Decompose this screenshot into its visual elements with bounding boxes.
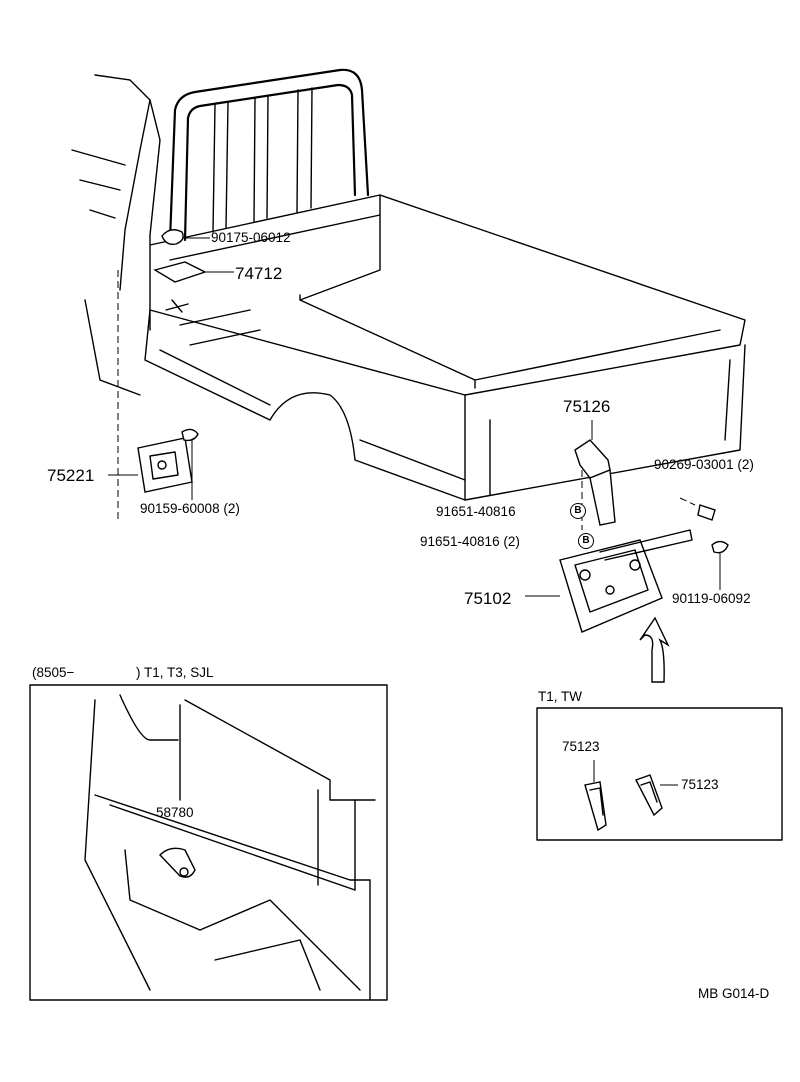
callout-90119-06092: 90119-06092 [672,591,751,606]
callout-75221: 75221 [47,466,95,485]
roll-bar [168,68,370,242]
badge-b-lower: B [578,533,594,549]
callout-90159-60008: 90159-60008 (2) [140,501,240,516]
part-74712 [153,229,234,313]
drawing-code: MB G014-D [698,986,770,1001]
callout-75126: 75126 [563,397,611,416]
callout-58780: 58780 [156,805,194,820]
part-75126 [574,420,616,530]
callout-91651-40816-b: 91651-40816 (2) [420,534,520,549]
inset-right-variant: T1, TW [538,689,583,704]
part-75102 [525,529,693,633]
view-arrow [639,616,670,683]
part-75221 [108,428,199,500]
part-90269 [679,497,716,521]
truck-cab [71,74,161,396]
callout-75102: 75102 [464,589,512,608]
part-90119 [711,540,729,590]
callout-75123-a: 75123 [562,739,600,754]
inset-right-drawing [536,707,783,841]
inset-left-range: (8505− [32,665,75,680]
badge-b-upper: B [570,503,586,519]
inset-left-drawing [29,684,388,1001]
truck-bed [144,194,746,501]
inset-left-variant: ) T1, T3, SJL [136,665,214,680]
callout-74712: 74712 [235,264,283,283]
callout-75123-b: 75123 [681,777,719,792]
callout-91651-40816-a: 91651-40816 [436,504,516,519]
callout-90269-03001: 90269-03001 (2) [654,457,754,472]
callout-90175-06012: 90175-06012 [211,230,291,245]
